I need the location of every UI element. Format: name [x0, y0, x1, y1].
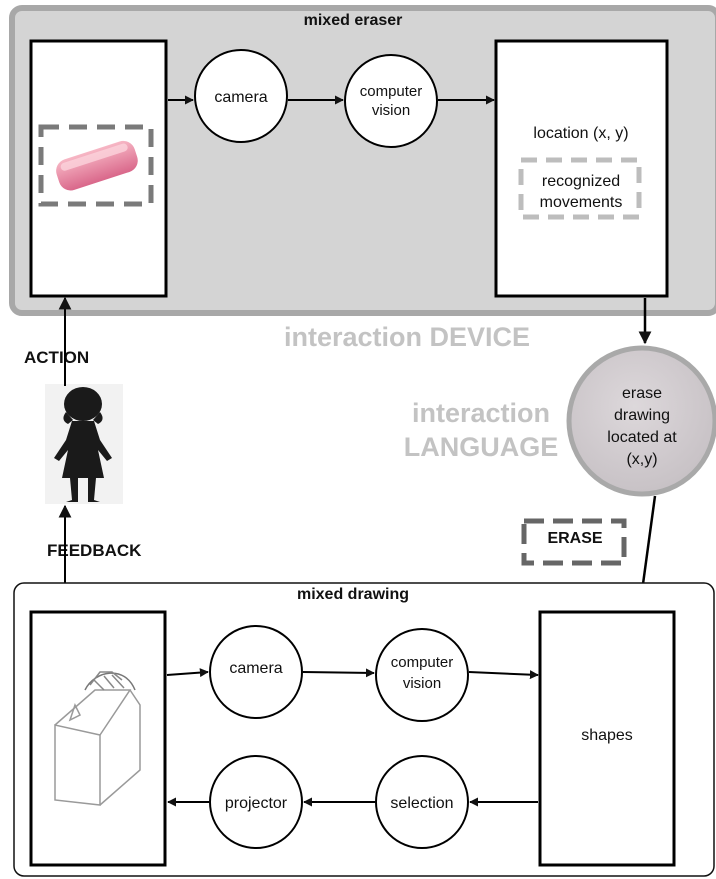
- interaction-language-label-1: interaction: [412, 398, 550, 428]
- drawing-computer-vision-node: [375, 628, 469, 722]
- action-label: ACTION: [24, 348, 89, 367]
- selection-label: selection: [390, 795, 453, 812]
- projector-label: projector: [225, 795, 288, 812]
- drawing-computer-vision-label-2: vision: [403, 675, 441, 692]
- drawing-camera-label: camera: [229, 660, 282, 677]
- eraser-selection-frame: [38, 124, 154, 207]
- eraser-location-label: location (x, y): [533, 125, 628, 142]
- eraser-image: [56, 140, 138, 191]
- eraser-computer-vision-node: [344, 54, 438, 148]
- erase-node-line-2: drawing: [614, 407, 670, 424]
- mixed-eraser-title: mixed eraser: [304, 12, 403, 29]
- shapes-label: shapes: [581, 727, 633, 744]
- interaction-language-label-2: LANGUAGE: [404, 432, 559, 462]
- erase-node-line-4: (x,y): [626, 451, 657, 468]
- erase-node-line-1: erase: [622, 385, 662, 402]
- eraser-computer-vision-label-2: vision: [372, 102, 410, 119]
- selection-node: [375, 755, 469, 849]
- recognized-movements-label-2: movements: [540, 194, 623, 211]
- erase-tag-label: ERASE: [547, 530, 602, 547]
- eraser-camera-label: camera: [214, 89, 267, 106]
- interaction-device-label: interaction DEVICE: [284, 322, 530, 352]
- projector-node: [209, 755, 303, 849]
- drawing-computer-vision-label-1: computer: [391, 654, 454, 671]
- arrow-vision-to-shapes: [468, 670, 539, 680]
- eraser-computer-vision-label-1: computer: [360, 83, 423, 100]
- arrow-camera-to-vision-2: [302, 668, 375, 678]
- shapes-box: [538, 610, 676, 867]
- erase-drawing-node: [566, 345, 716, 497]
- eraser-camera-node: [194, 49, 288, 143]
- recognized-movements-label-1: recognized: [542, 173, 620, 190]
- drawing-camera-node: [209, 625, 303, 719]
- user-silhouette: [45, 384, 123, 504]
- drawing-input-box: [29, 610, 167, 867]
- feedback-label: FEEDBACK: [47, 541, 142, 560]
- arrow-drawing-to-camera: [166, 668, 209, 678]
- sketch-image: [54, 671, 141, 806]
- mixed-drawing-title: mixed drawing: [297, 586, 409, 603]
- erase-tag-frame: [521, 518, 627, 566]
- recognized-movements-frame: [518, 157, 642, 220]
- erase-node-line-3: located at: [607, 429, 677, 446]
